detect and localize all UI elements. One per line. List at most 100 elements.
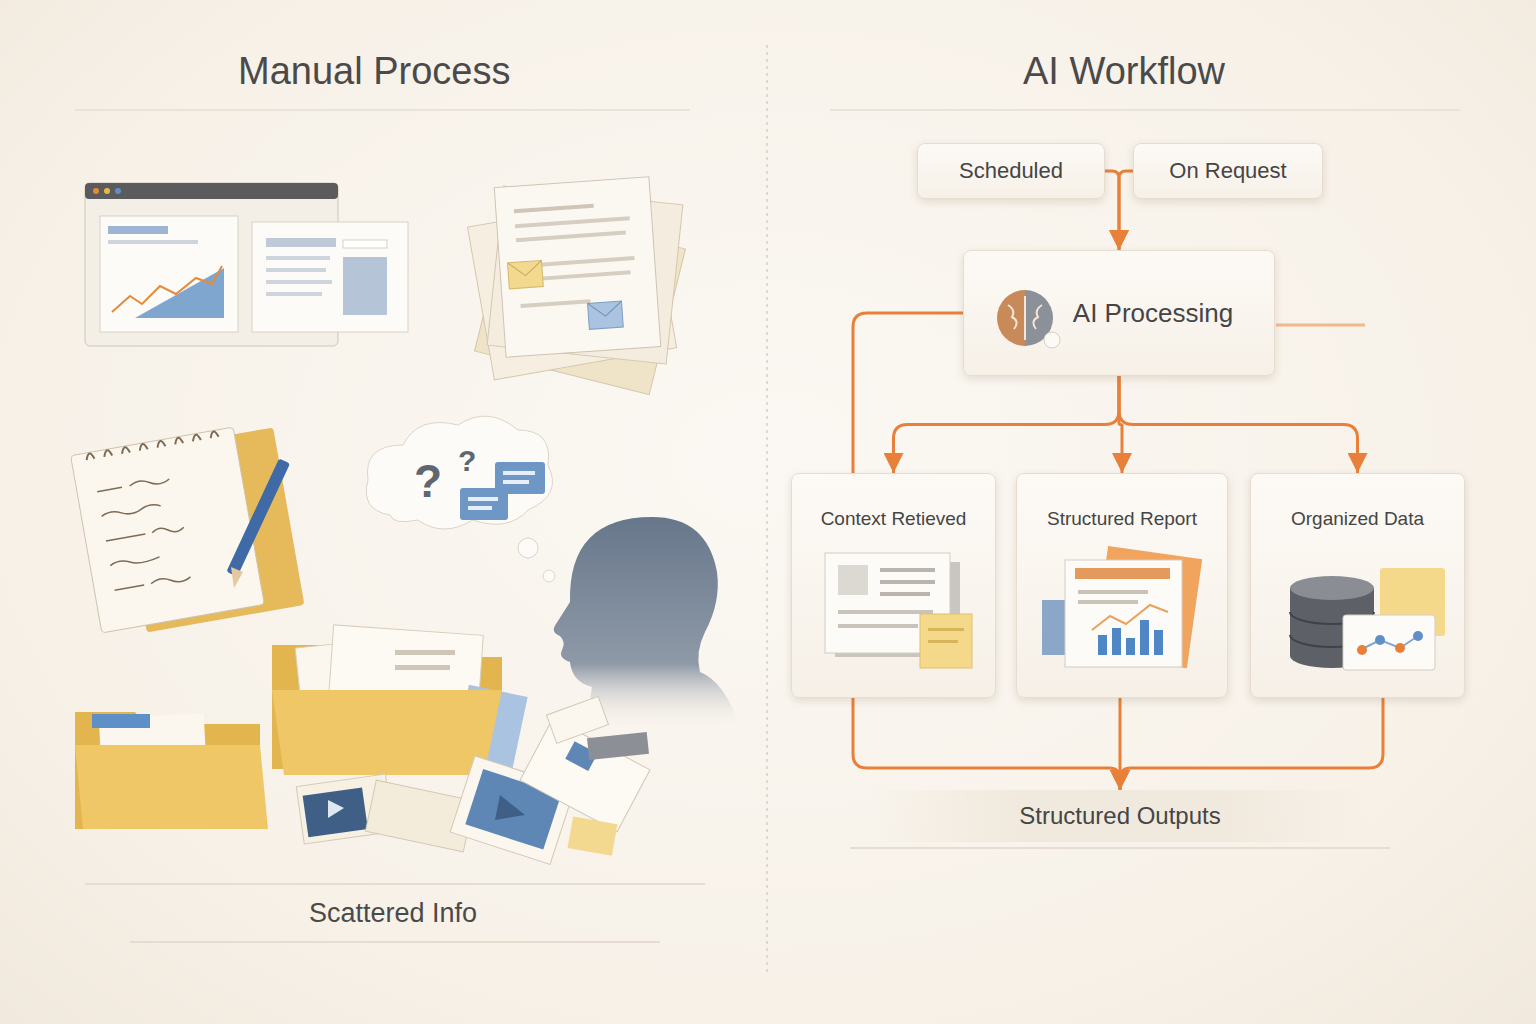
folders-part (272, 645, 502, 769)
thought-bubble-part (503, 471, 535, 475)
section-title: Manual Process (238, 50, 510, 93)
folders-part (75, 712, 260, 829)
paper-stack-part-part (516, 231, 626, 243)
scattered-papers-part (450, 756, 575, 865)
scattered-papers-part (587, 732, 649, 760)
node-text: Scheduled (959, 158, 1063, 184)
section-caption: Scattered Info (309, 898, 477, 929)
notebook-part-part (86, 431, 219, 460)
browser-window-part (108, 240, 198, 244)
thought-bubble-part (518, 538, 538, 558)
flow-arrow (853, 698, 1120, 790)
scattered-papers-part (520, 718, 650, 831)
thought-bubble (366, 416, 555, 582)
paper-stack-part (504, 201, 639, 335)
paper-stack-part-part (515, 216, 630, 228)
paper-stack-part (475, 205, 686, 394)
trigger-box: On Request (1133, 143, 1323, 199)
folders-part (452, 685, 527, 776)
folders-part (75, 745, 268, 829)
notebook-part (226, 458, 290, 576)
dividers-part (130, 941, 660, 943)
scattered-papers-part (365, 780, 474, 852)
node-text: Context Retieved (821, 508, 967, 530)
question-mark: ? (458, 444, 476, 478)
node-text: Organized Data (1291, 508, 1424, 530)
thought-bubble-part (460, 488, 508, 520)
browser-window-part (266, 280, 332, 284)
thought-bubble-part (495, 462, 545, 494)
node-text: On Request (1169, 158, 1286, 184)
folders-part (395, 650, 455, 655)
browser-window-part (85, 183, 338, 199)
scattered-papers-part (568, 816, 618, 855)
process-box: AI Processing (963, 250, 1275, 376)
paper-stack-part-part (588, 301, 624, 329)
folders-part (395, 665, 450, 670)
trigger-box: Scheduled (917, 143, 1105, 199)
question-mark: ? (414, 454, 442, 508)
dividers-part (830, 109, 1460, 111)
flow-arrow (1105, 171, 1119, 250)
paper-stack-part (487, 186, 683, 364)
notebook-part (116, 427, 305, 632)
paper-stack-part-part (508, 261, 544, 289)
scattered-papers-part (328, 800, 344, 818)
notebook-part (86, 431, 243, 594)
browser-window-part (343, 240, 387, 248)
flow-arrow (853, 313, 963, 473)
scattered-papers-part (546, 696, 608, 743)
dividers-part (766, 45, 768, 972)
dividers-part (850, 847, 1390, 849)
output-card: Organized Data (1250, 473, 1465, 698)
section-title: AI Workflow (1023, 50, 1225, 93)
paper-stack-part-part (514, 204, 594, 214)
thought-bubble-part (468, 506, 492, 510)
flow-arrow (1119, 171, 1133, 250)
browser-window-part (85, 183, 338, 346)
browser-window-part (266, 238, 336, 247)
scattered-papers-part (565, 741, 597, 771)
paper-stack-part-part (508, 261, 543, 277)
notebook (71, 427, 305, 633)
browser-window-part (93, 188, 99, 194)
flow-arrow (1119, 376, 1358, 473)
thought-bubble-part (366, 416, 552, 529)
output-card: Structured Report (1016, 473, 1228, 698)
browser-window-part (266, 256, 330, 260)
node-text: Structured Outputs (1019, 802, 1220, 830)
flow-arrow (1119, 376, 1122, 473)
folders (75, 625, 528, 829)
browser-window-part (104, 188, 110, 194)
folders-part (390, 715, 420, 737)
flow-arrow (1120, 698, 1383, 790)
paper-stack-part-part (520, 299, 590, 308)
folders-part (428, 708, 464, 736)
flow-arrow (1119, 698, 1122, 790)
dividers-part (75, 109, 690, 111)
browser-window-part (343, 257, 387, 315)
paper-stack-part-part (541, 270, 631, 280)
notebook-part (231, 567, 243, 588)
browser-window-part (115, 188, 121, 194)
head-silhouette (554, 517, 740, 727)
notebook-part-part (97, 475, 193, 593)
browser-window-part (108, 226, 168, 234)
scattered-papers-part (296, 774, 393, 844)
paper-stack-part (494, 177, 660, 357)
folders-part (295, 632, 454, 742)
browser-window-part (266, 268, 326, 272)
thought-bubble-part (468, 497, 498, 501)
output-card: Context Retieved (791, 473, 996, 698)
paper-stack-part-part (540, 256, 635, 267)
flow-arrow (894, 376, 1120, 473)
browser-window-part (135, 268, 224, 318)
node-text: AI Processing (1073, 298, 1233, 329)
scattered-papers-part (303, 787, 368, 837)
folders-part (99, 713, 206, 763)
paper-stack-part (468, 195, 677, 380)
browser-window-part (266, 292, 322, 296)
output-band: Structured Outputs (870, 790, 1370, 842)
scattered-papers-part (495, 795, 525, 820)
notebook-part (71, 427, 265, 633)
